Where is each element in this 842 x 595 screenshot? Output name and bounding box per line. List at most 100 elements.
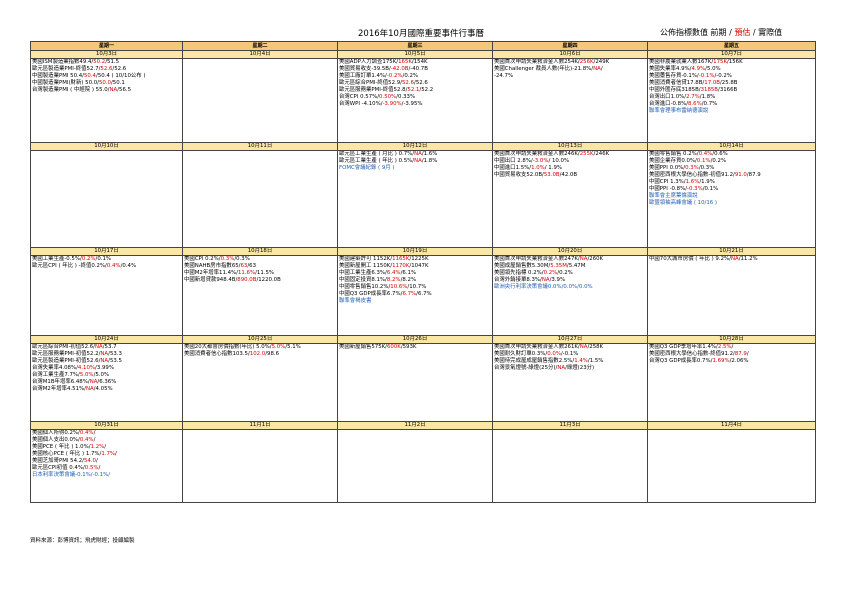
day-events-cell	[182, 58, 338, 143]
weekday-header-row: 星期一 星期二 星期三 星期四 星期五	[30, 41, 816, 51]
event-estimate: 175K	[713, 59, 727, 66]
day-events-cell	[337, 429, 493, 503]
event-estimate: 8.6%	[688, 101, 702, 107]
event-previous: 聯準會主席葉倫演說	[649, 193, 698, 199]
date-cell: 10月24日	[30, 335, 183, 344]
event-actual: /	[600, 66, 603, 72]
event-actual: /258K	[587, 344, 604, 351]
event-previous: 台灣出口1.0%/	[649, 94, 687, 100]
event-actual: /	[731, 344, 734, 351]
event-item: 台灣出口1.0%/2.7%/1.8%	[649, 94, 814, 101]
day-events-cell: 美國20大都會房價指數(年比) 5.0%/5.0%/5.1%美國消費者信心指數1…	[182, 343, 338, 422]
event-actual: /87.9	[746, 172, 761, 178]
event-previous: 中國出口 2.8%/	[494, 158, 533, 164]
date-cell: 11月3日	[492, 421, 648, 430]
event-actual: /6.36%	[97, 379, 117, 385]
event-actual: /156K	[726, 59, 743, 66]
event-estimate: 0.4%	[79, 437, 94, 443]
event-actual: /1047K	[409, 263, 429, 269]
event-previous: 美國首次申請失業救濟金人數254K/	[494, 59, 580, 66]
event-item: 台灣WPI -4.10%/-3.90%/-3.95%	[339, 101, 491, 108]
event-item: 美國20大都會房價指數(年比) 5.0%/5.0%/5.1%	[184, 345, 336, 352]
event-previous: 美國CPI 0.2%/	[184, 256, 221, 263]
event-estimate: 6.4%	[386, 270, 401, 276]
event-actual: /42.0B	[559, 172, 578, 178]
event-actual: /50.1	[110, 80, 125, 86]
event-actual: /0.2%	[402, 73, 419, 79]
event-previous: 台灣製造業PMI ( 中經院 ) 55.0/	[32, 87, 110, 93]
event-item: 中國CPI 1.3%/1.6%/1.9%	[649, 179, 814, 186]
event-estimate: -42.0B	[390, 66, 409, 72]
event-estimate: NA	[557, 365, 566, 371]
date-cell: 10月7日	[647, 50, 816, 59]
event-actual: /	[115, 451, 117, 457]
weekday-header: 星期二	[182, 41, 338, 51]
event-item: 中國零售銷售10.2%/10.6%/10.7%	[339, 284, 491, 291]
event-actual: /1.8%	[421, 158, 438, 164]
event-item: 中國工業生產6.3%/6.4%/6.1%	[339, 270, 491, 277]
day-events-cell	[182, 150, 338, 248]
event-estimate: NA	[89, 379, 98, 385]
event-estimate: 0.4%	[79, 430, 94, 437]
date-cell: 10月18日	[182, 247, 338, 256]
event-item: 美國建築許可 1152K/1165K/1225K	[339, 257, 491, 264]
event-previous: 美國芝加哥PMI 54.2/	[32, 458, 84, 464]
event-estimate: NA	[579, 344, 588, 351]
event-actual: /98.6	[265, 351, 280, 357]
event-previous: 中國新增貸款948.4B/	[184, 277, 238, 283]
day-events-cell: 美國零售銷售 0.2%/0.4%/0.6%美國企業存貨0.0%/0.1%/0.2…	[647, 150, 816, 248]
event-actual: /2.06%	[729, 358, 749, 364]
event-item: 美國PCE ( 年比 ) 1.0%/1.2%/	[32, 444, 181, 451]
event-previous: 中國貿易收支52.0B/	[494, 172, 544, 178]
event-item: 美國消費者信貸17.8B/17.0B/25.8B	[649, 80, 814, 87]
event-previous: 美國工業生產-0.5%/	[32, 256, 82, 263]
event-actual: /	[96, 458, 98, 464]
event-actual: /-40.7B	[408, 66, 428, 72]
event-item: 中國出口 2.8%/-3.0%/ 10.0%	[494, 158, 646, 165]
event-estimate: 50.4	[83, 73, 96, 79]
event-item: FOMC會議紀錄 ( 9月 )	[339, 165, 491, 172]
date-cell: 10月5日	[337, 50, 493, 59]
event-estimate: 1.4%	[574, 358, 588, 364]
event-item: 聯準會褐皮書	[339, 298, 491, 305]
event-item: 美國首次申請失業救濟金人數254K/256K/249K	[494, 59, 646, 67]
event-item: 歐元區CPI ( 年比 ) -終值0.2%/0.4%/0.4%	[32, 263, 181, 270]
date-cell: 11月4日	[647, 421, 816, 430]
event-previous: 美國零售銷售 0.2%/	[649, 151, 699, 158]
event-item: 中國外匯存底3185B/3185B/3166B	[649, 87, 814, 94]
event-estimate: 50.2	[93, 59, 106, 66]
event-actual: /0.2%	[710, 158, 727, 164]
page-title: 2016年10月國際重要事件行事曆	[358, 29, 484, 39]
event-previous: 聯準會褐皮書	[339, 298, 372, 304]
event-estimate: 102.0	[249, 351, 266, 357]
event-estimate: NA	[109, 87, 118, 93]
event-estimate: 0.2%	[543, 270, 558, 276]
event-item: 中國製造業PMI(財新) 50.0/50.0/50.1	[32, 80, 181, 87]
event-estimate: 5.35M	[550, 263, 567, 269]
event-actual: /53.5	[108, 358, 122, 364]
event-actual: /3.9%	[549, 277, 566, 283]
event-estimate: 4.10%	[77, 365, 96, 371]
event-item: 美國非農業就業人數167K/175K/156K	[649, 59, 814, 67]
event-estimate: 87.9	[734, 351, 747, 357]
event-previous: 美國ISM製造業指數49.4/	[32, 59, 94, 66]
event-actual: /-0.1%	[560, 351, 579, 357]
event-actual: /綠燈(23分)	[565, 365, 595, 371]
event-item: 歐洲央行利率決策會議0.0%/0.0%/0.0%	[494, 284, 646, 291]
event-previous: 美國Q3 GDP季增年率1.4%/	[649, 344, 718, 351]
weekday-header: 星期三	[337, 41, 493, 51]
date-cell: 10月4日	[182, 50, 338, 59]
event-previous: 中國外匯存底3185B/	[649, 87, 701, 93]
event-previous: 歐洲央行利率決策會議0.0%/	[494, 284, 564, 290]
day-events-cell	[647, 429, 816, 503]
event-item: 美國領先指標 0.2%/0.2%/0.2%	[494, 270, 646, 277]
event-item: 台灣M2年增率4.51%/NA/4.05%	[32, 386, 181, 393]
event-estimate: -3.90%	[382, 101, 402, 107]
event-previous: 中國製造業PMI(財新) 50.0/	[32, 80, 99, 86]
event-estimate: 10.6%	[390, 284, 408, 290]
